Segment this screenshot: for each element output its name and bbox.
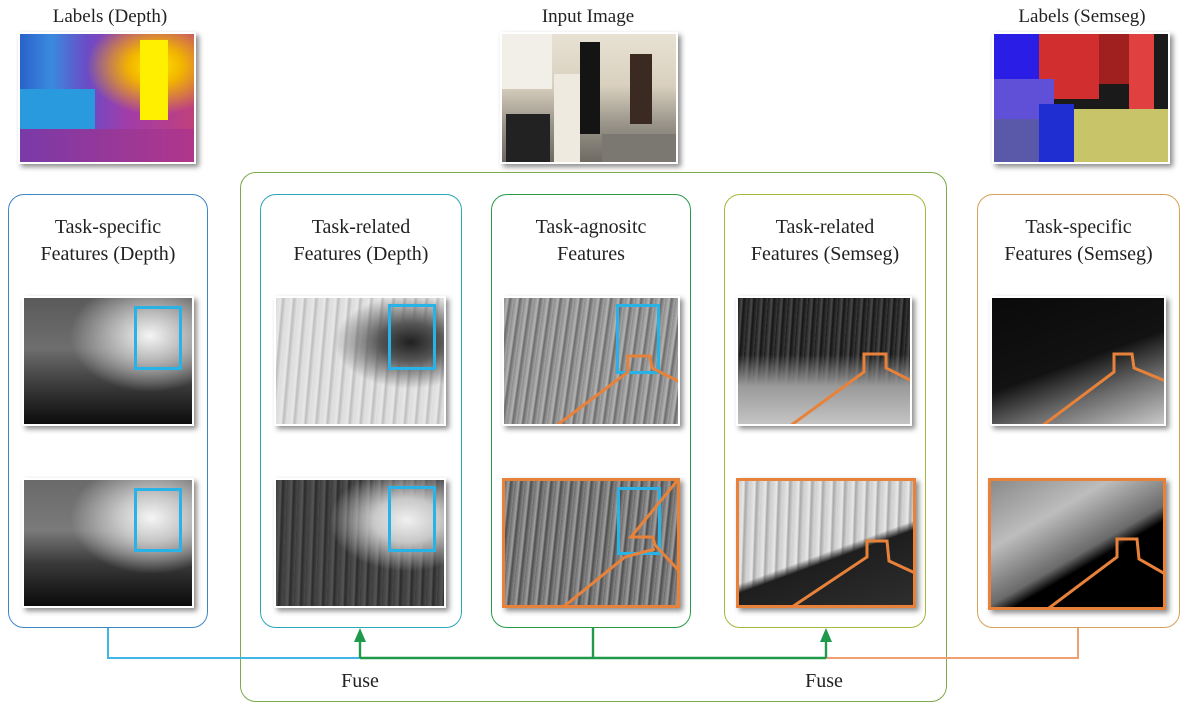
panel-task-specific-semseg	[977, 194, 1180, 628]
fuse-label-left: Fuse	[341, 670, 379, 692]
feature-map-tr-depth-2	[274, 478, 446, 608]
panel-title-tr-semseg: Task-related Features (Semseg)	[724, 214, 926, 268]
panel-title-ta: Task-agnositc Features	[491, 214, 691, 268]
depth-region-box	[134, 488, 182, 552]
panel-title-line2: Features (Depth)	[40, 243, 176, 265]
panel-title-line1: Task-specific	[1025, 216, 1132, 238]
semseg-region-outline	[1042, 352, 1164, 424]
feature-map-tr-depth-1	[274, 296, 446, 426]
depth-region-box	[616, 304, 660, 374]
feature-map-ts-depth-1	[22, 296, 194, 426]
panel-title-ts-semseg: Task-specific Features (Semseg)	[977, 214, 1180, 268]
feature-map-ta-2	[502, 478, 680, 608]
depth-region-box	[388, 486, 436, 552]
panel-title-line1: Task-agnositc	[535, 216, 647, 238]
depth-labels-title: Labels (Depth)	[52, 6, 168, 27]
input-image	[500, 32, 678, 164]
panel-title-tr-depth: Task-related Features (Depth)	[260, 214, 462, 268]
semseg-region-outline	[1047, 537, 1163, 607]
shared-features-container	[240, 172, 947, 702]
panel-task-related-semseg	[724, 194, 926, 628]
panel-title-ts-depth: Task-specific Features (Depth)	[8, 214, 208, 268]
panel-task-related-depth	[260, 194, 462, 628]
depth-region-box	[617, 487, 661, 555]
feature-map-ts-semseg-2	[988, 478, 1166, 610]
depth-label-image	[18, 32, 196, 164]
fuse-label-right: Fuse	[805, 670, 843, 692]
panel-title-line2: Features (Semseg)	[750, 243, 900, 265]
panel-title-line1: Task-related	[311, 216, 411, 238]
semseg-region-outline	[790, 352, 910, 424]
semseg-label-image	[992, 32, 1170, 164]
feature-map-ta-1	[502, 296, 680, 426]
depth-region-box	[388, 304, 436, 370]
depth-region-box	[134, 306, 182, 370]
semseg-region-outline	[792, 539, 913, 605]
feature-map-tr-semseg-2	[736, 478, 916, 608]
feature-map-tr-semseg-1	[736, 296, 912, 426]
panel-title-line2: Features (Semseg)	[1004, 243, 1153, 265]
panel-task-agnostic	[491, 194, 691, 628]
panel-title-line1: Task-related	[775, 216, 875, 238]
semseg-labels-title: Labels (Semseg)	[1018, 6, 1146, 27]
feature-map-ts-semseg-1	[990, 296, 1166, 426]
input-image-title: Input Image	[541, 6, 635, 27]
panel-title-line2: Features (Depth)	[293, 243, 429, 265]
panel-title-line1: Task-specific	[54, 216, 162, 238]
panel-task-specific-depth	[8, 194, 208, 628]
feature-map-ts-depth-2	[22, 478, 194, 608]
panel-title-line2: Features	[557, 243, 625, 265]
